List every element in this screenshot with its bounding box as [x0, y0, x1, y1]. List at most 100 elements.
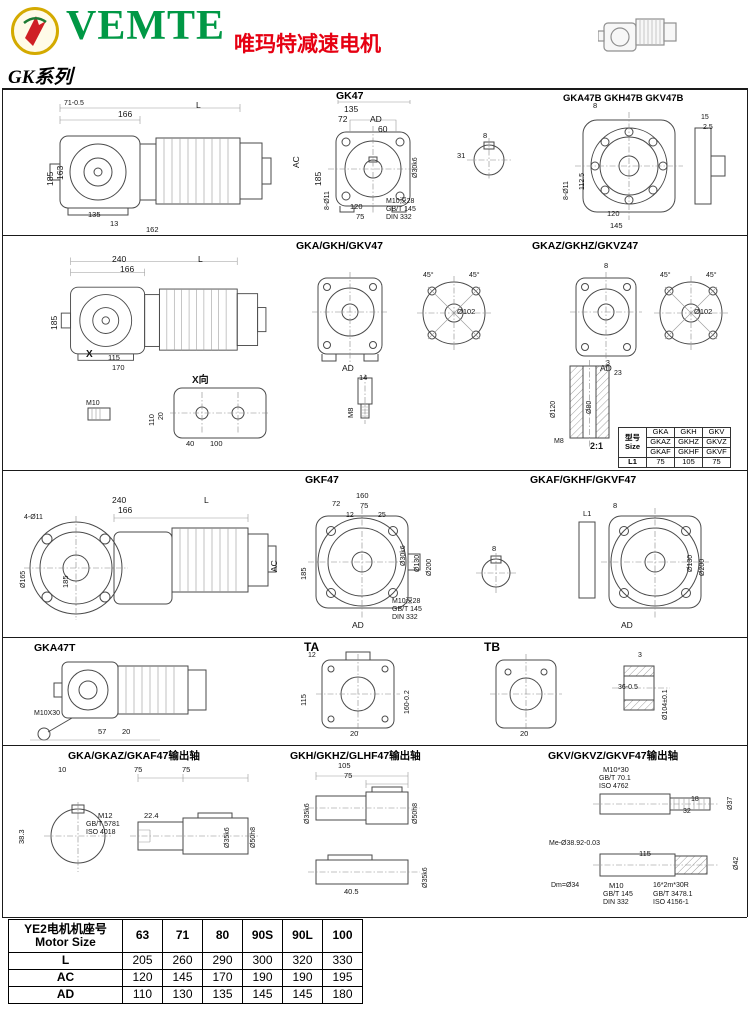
table-row: GKAF GKHF GKVF [619, 447, 731, 458]
dimension-label: 8 [613, 501, 618, 510]
dimension-label: DIN 332 [392, 614, 418, 621]
dimension-label: GB/T 70.1 [599, 775, 631, 782]
dimension-label: 166 [120, 264, 135, 274]
dimension-label: GB/T 145 [392, 606, 422, 613]
dimension-label: 32 [683, 808, 691, 815]
cell: 75 [702, 457, 731, 468]
brand-name: VEMTE [66, 3, 226, 49]
cell: 145 [162, 969, 203, 987]
dimension-label: 20 [520, 729, 529, 738]
dimension-label: ISO 4156-1 [653, 899, 689, 906]
dimension-label: 8-Ø11 [324, 191, 331, 210]
dimension-label: DIN 332 [386, 214, 412, 221]
dimension-label: 105 [338, 761, 351, 770]
dimension-label: Ø50h8 [412, 802, 419, 824]
dimension-label: 38.3 [17, 829, 26, 844]
dimension-label: 45° [423, 272, 434, 279]
dimension-label: 20 [158, 412, 165, 420]
page-border-left [2, 88, 3, 917]
panel-title-gkf47: GKF47 [305, 474, 339, 486]
flange-front-drawing [308, 508, 421, 618]
series-title: GK系列 [8, 67, 73, 88]
dimension-label: 240 [112, 495, 127, 505]
dimension-label: X [86, 349, 93, 360]
dimension-label: 112.5 [579, 173, 586, 190]
dimension-label: M10 [609, 881, 624, 890]
header-rule [2, 88, 747, 90]
dimension-label: 16*2m*30R [653, 882, 689, 889]
dimension-label: 75 [344, 771, 353, 780]
dimension-label: 162 [146, 225, 159, 234]
dimension-label: M10深28 [386, 198, 415, 205]
x-view-drawing [87, 387, 270, 439]
l1-label-cell: L1 [618, 457, 647, 468]
brand-logo-icon [11, 7, 59, 55]
dimension-label: 20 [350, 729, 359, 738]
dimension-label: 20 [122, 727, 131, 736]
dimension-label: 40 [186, 439, 195, 448]
dimension-label: AC [269, 560, 279, 572]
section-drawing [569, 360, 610, 448]
dimension-label: Ø102 [694, 307, 713, 316]
dimension-label: 57 [98, 727, 107, 736]
dimension-label: L1 [583, 509, 592, 518]
motor-col-100: 100 [322, 919, 363, 953]
output-shaft-drawing [308, 772, 420, 885]
row-label-AD: AD [8, 986, 123, 1004]
dimension-label: Me-Ø38.92-0.03 [549, 840, 600, 847]
bolt-circle-drawing [417, 276, 491, 350]
dimension-label: 25 [378, 512, 386, 519]
dimension-label: 71-0.5 [64, 100, 84, 107]
cell: 130 [162, 986, 203, 1004]
dimension-label: Ø30k6 [400, 545, 407, 566]
gkaz47-front-view: 8AD [562, 262, 650, 374]
dimension-label: M10 [86, 400, 100, 407]
separator-line [2, 470, 747, 471]
row-label-L: L [8, 952, 123, 970]
model-table-header-en: Size [624, 441, 640, 451]
cell: 170 [202, 969, 243, 987]
panel-title-gkaz47: GKAZ/GKHZ/GKVZ47 [532, 240, 639, 252]
dimension-label: AC [291, 156, 301, 168]
dimension-label: AD [370, 114, 382, 124]
panel-title-tb: TB [484, 640, 500, 654]
output-shaft-drawing [593, 793, 719, 877]
dimension-label: 75 [360, 501, 369, 510]
cell: 120 [122, 969, 163, 987]
output-shaft-drawing [44, 774, 258, 872]
dimension-label: Dm=Ø34 [551, 882, 580, 889]
dimension-label: Ø120 [550, 400, 557, 418]
gkaz47-bolt-circle-view: 45°45°Ø102 [650, 272, 732, 352]
dimension-label: 185 [299, 567, 308, 580]
dimension-label: 240 [112, 254, 127, 264]
dimension-label: Ø130 [414, 554, 421, 572]
dimension-label: 135 [344, 104, 359, 114]
cell: 145 [282, 986, 323, 1004]
dimension-label: 8 [483, 131, 488, 140]
dimension-label: 166 [118, 505, 133, 515]
panel-title-gk47b: GKA47B GKH47B GKV47B [563, 93, 684, 104]
separator-line [2, 235, 747, 236]
dimension-label: 75 [134, 765, 143, 774]
dimension-label: 13 [110, 219, 119, 228]
housing-front-drawing [312, 272, 388, 366]
dimension-label: X向 [192, 375, 209, 386]
separator-line [2, 917, 747, 918]
dimension-label: 160-0.2 [404, 690, 411, 714]
dimension-label: AD [352, 620, 364, 630]
brand-tagline: 唯玛特减速电机 [234, 33, 381, 56]
cell: GKAZ [646, 437, 675, 448]
dimension-label: 115 [299, 694, 308, 706]
cell: 135 [202, 986, 243, 1004]
dimension-label: M10深28 [392, 598, 421, 605]
dimension-label: 8 [492, 544, 497, 553]
dimension-label: 4-Ø11 [24, 514, 43, 521]
dimension-label: ISO 4018 [86, 829, 116, 836]
dimension-label: 22.4 [144, 811, 159, 820]
